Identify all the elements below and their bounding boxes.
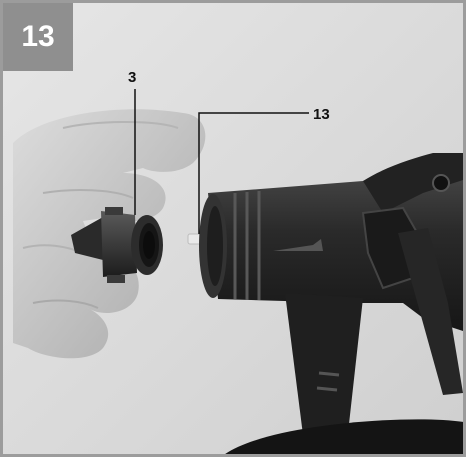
step-number-badge: 13 <box>3 3 73 71</box>
glove-hand <box>13 109 206 359</box>
callout-13-label: 13 <box>313 106 330 123</box>
spray-gun-photo <box>3 3 463 454</box>
callout-3-label: 3 <box>128 69 137 86</box>
spray-gun-body <box>199 153 463 454</box>
nozzle-cap <box>71 207 163 283</box>
callout-13-leader <box>198 112 309 234</box>
